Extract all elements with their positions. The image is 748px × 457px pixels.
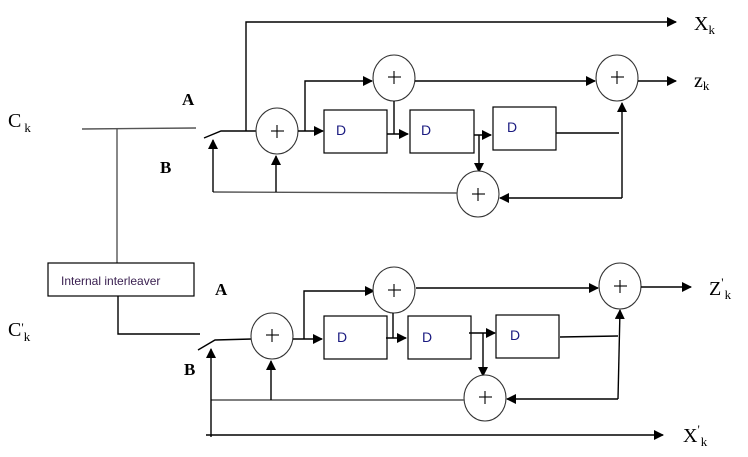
delay-label: D: [510, 327, 520, 343]
encoder-1: D D D: [81, 17, 677, 263]
delay-1c: [492, 106, 557, 151]
delay-label: D: [422, 329, 432, 345]
xk-output-line: [245, 17, 677, 131]
adder-1b: [372, 54, 416, 102]
output-xk-prime-label: X'k: [683, 422, 708, 449]
wire-d3-out: [559, 335, 619, 338]
delay-2b: [407, 315, 472, 360]
output-zk-label: zk: [694, 70, 710, 93]
switch-2[interactable]: [197, 338, 253, 351]
switch-label-b-bottom: B: [184, 360, 195, 379]
internal-interleaver-box: [47, 262, 195, 297]
input-line-ck: [81, 127, 197, 130]
delay-label: D: [336, 122, 346, 138]
interleaver-label: Internal interleaver: [61, 274, 160, 288]
input-ck-prime-label: C'k: [8, 319, 31, 344]
delay-label: D: [337, 329, 347, 345]
interleaver-output-line: [117, 296, 200, 335]
adder-1-output: [595, 54, 639, 102]
output-xk-label: Xk: [694, 13, 715, 37]
wire-to-adder-2: [304, 76, 373, 131]
delay-2a: [323, 315, 388, 360]
output-zk-prime-label: Z'k: [709, 275, 732, 302]
adder-2a: [250, 312, 294, 360]
adder-2-feedback: [463, 374, 507, 422]
switch-label-a-top: A: [182, 90, 195, 109]
switch-label-b-top: B: [160, 158, 171, 177]
wire-to-adder-2: [303, 286, 375, 339]
adder-2-output: [598, 262, 642, 310]
delay-2c: [495, 314, 560, 359]
adder-2b: [372, 266, 416, 314]
delay-label: D: [421, 122, 431, 138]
delay-label: D: [507, 119, 517, 135]
adder-1-feedback: [456, 170, 500, 218]
feedback-line: [212, 191, 458, 194]
wire-right-vertical: [614, 309, 625, 400]
adder-1a: [255, 107, 299, 155]
switch-1[interactable]: [203, 130, 258, 139]
encoder-2: D D D: [197, 262, 692, 440]
switch-label-a-bottom: A: [215, 280, 228, 299]
delay-1a: [323, 109, 388, 154]
delay-1b: [409, 109, 475, 154]
